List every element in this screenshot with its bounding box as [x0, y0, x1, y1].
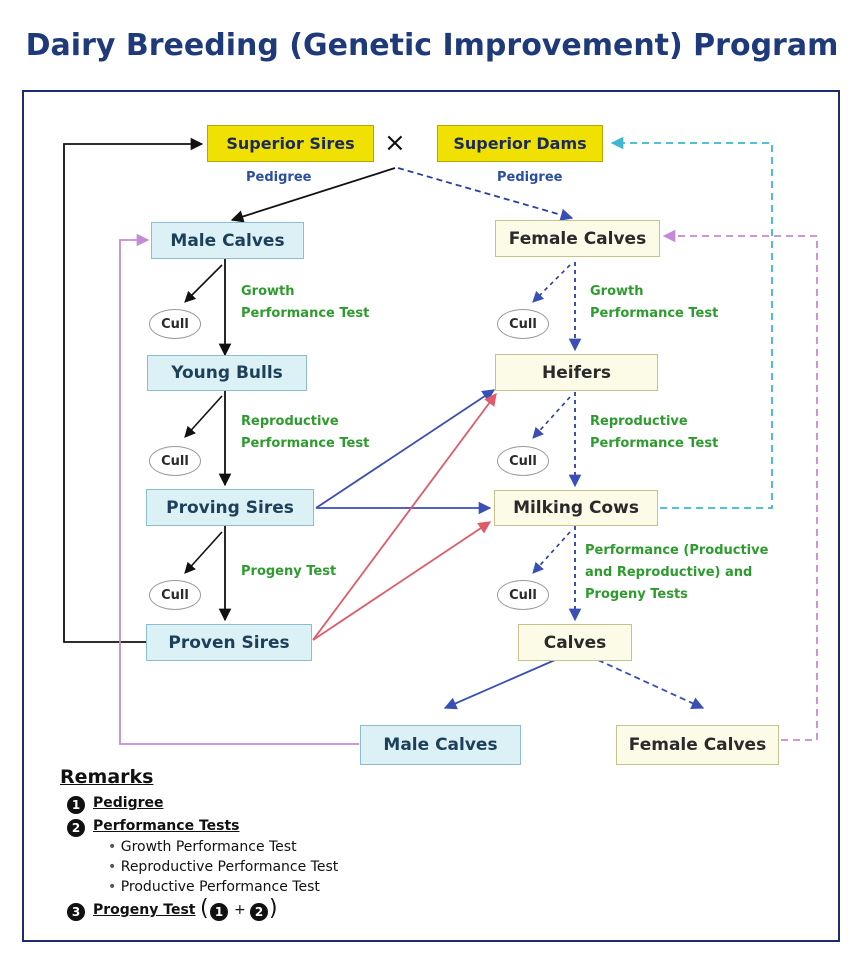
remark-sub-text: Productive Performance Test [120, 879, 320, 895]
remark-sub-item: • Growth Performance Test [108, 839, 297, 855]
remark-number-2: 2 [67, 819, 85, 837]
cull-node-6: Cull [497, 580, 549, 610]
arrow-calves-to-female [597, 659, 705, 710]
remark-sub-item: • Reproductive Performance Test [108, 859, 339, 875]
page-title: Dairy Breeding (Genetic Improvement) Pro… [25, 28, 839, 63]
proving-sires-node: Proving Sires [146, 489, 314, 526]
male-calves-node: Male Calves [151, 222, 304, 259]
repro-label-left-2: Performance Test [241, 436, 370, 451]
arrow-female-calves-cull [532, 264, 571, 303]
superior-dams-node: Superior Dams [437, 125, 603, 162]
male-calves-bottom-node: Male Calves [360, 725, 521, 765]
arrow-milking-to-superior-dams [610, 136, 773, 509]
female-calves-node: Female Calves [495, 220, 660, 257]
progeny-label-left: Progeny Test [241, 564, 337, 579]
calves-node: Calves [518, 624, 632, 661]
cross-symbol: × [384, 128, 406, 158]
young-bulls-node: Young Bulls [147, 355, 307, 391]
remark-sub-item: • Productive Performance Test [108, 879, 320, 895]
superior-sires-node: Superior Sires [207, 125, 374, 162]
growth-label-right-2: Performance Test [590, 306, 719, 321]
arrow-male-calves-cull [184, 264, 223, 303]
arrow-female-bottom-to-female-calves [662, 229, 818, 741]
cull-node-5: Cull [497, 446, 549, 476]
cull-node-1: Cull [149, 309, 201, 339]
remark-sub-text: Growth Performance Test [120, 839, 297, 855]
formula-plus: + [234, 902, 246, 918]
formula-open-bracket: ( [200, 896, 209, 921]
proven-sires-node: Proven Sires [146, 624, 312, 661]
arrow-proven-to-milking [312, 521, 492, 641]
arrow-proven-to-heifers [312, 392, 497, 641]
remarks-heading: Remarks [60, 766, 154, 788]
arrow-cross-to-female-calves [397, 167, 574, 221]
formula-number-1: 1 [210, 903, 228, 921]
pedigree-label-right: Pedigree [497, 170, 563, 185]
pedigree-label-left: Pedigree [246, 170, 312, 185]
arrow-proven-to-superior-sires [63, 137, 204, 643]
remark-sub-text: Reproductive Performance Test [120, 859, 339, 875]
female-calves-bottom-node: Female Calves [616, 725, 779, 765]
formula-close-bracket: ) [269, 896, 278, 921]
repro-label-right-2: Performance Test [590, 436, 719, 451]
growth-label-left-2: Performance Test [241, 306, 370, 321]
cull-node-4: Cull [497, 309, 549, 339]
arrow-milking-cull [532, 531, 571, 574]
arrow-proving-to-heifers [315, 389, 496, 509]
remark-number-1: 1 [67, 796, 85, 814]
growth-label-right-1: Growth [590, 284, 644, 299]
arrow-calves-to-male [443, 659, 556, 710]
arrow-heifers-cull [532, 396, 571, 439]
remark-pedigree: Pedigree [93, 795, 164, 811]
remark-number-3: 3 [67, 903, 85, 921]
arrow-male-bottom-to-male-calves [119, 233, 359, 745]
repro-label-right-1: Reproductive [590, 414, 688, 429]
perf-label-right-2: and Reproductive) and [585, 565, 753, 580]
milking-cows-node: Milking Cows [494, 490, 658, 526]
cull-node-2: Cull [149, 446, 201, 476]
cull-node-3: Cull [149, 580, 201, 610]
growth-label-left-1: Growth [241, 284, 295, 299]
diagram-frame [22, 90, 840, 942]
heifers-node: Heifers [495, 354, 658, 391]
perf-label-right-3: Progeny Tests [585, 587, 688, 602]
arrow-proving-cull [184, 531, 223, 574]
formula-number-2: 2 [250, 903, 268, 921]
repro-label-left-1: Reproductive [241, 414, 339, 429]
arrow-cross-to-male-calves [230, 167, 396, 223]
perf-label-right-1: Performance (Productive [585, 543, 769, 558]
arrow-young-bulls-cull [184, 395, 223, 438]
remark-performance-tests: Performance Tests [93, 818, 240, 834]
remark-progeny-test: Progeny Test [93, 902, 196, 918]
